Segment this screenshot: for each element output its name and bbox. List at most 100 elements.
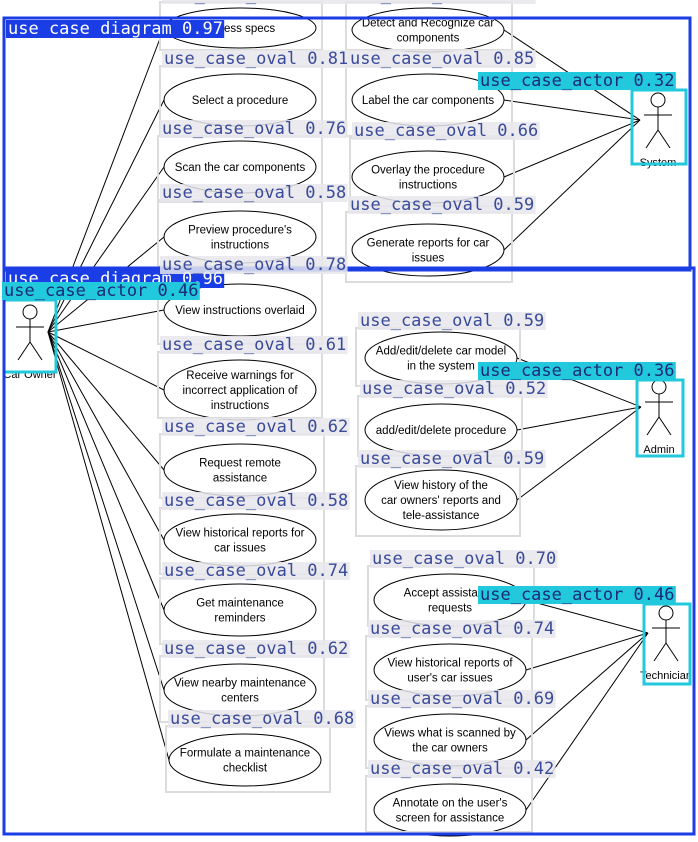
use-case-text: Label the car components — [362, 95, 495, 107]
detection-label-bg — [370, 550, 558, 568]
detection-label-bg — [358, 450, 546, 468]
use-case-text: Overlay the procedure — [371, 165, 485, 177]
detection-label-text: use_case_oval 0.62 — [164, 417, 348, 437]
detection-label-bg — [478, 362, 676, 380]
use-case-oval-shape — [163, 513, 317, 567]
association-line-technician-uc20 — [525, 632, 649, 671]
detection-label: use case diagram 0.97 — [6, 19, 225, 39]
detection-label: use_case_oval 0.62 — [162, 639, 350, 659]
detection-label-text: use_case_oval 0.59 — [360, 449, 544, 469]
detection-label: use_case_oval 0.58 — [160, 183, 348, 203]
detection-label-text: use_case_oval 0.59 — [360, 311, 544, 331]
detection-label-bg — [162, 492, 350, 510]
use-case-uc14: Overlay the procedure instructions — [351, 150, 505, 204]
detection-label: use_case_oval 0.80 — [348, 0, 536, 5]
detection-label-text: use_case_oval 0.85 — [350, 49, 534, 69]
detection-label: use_case_actor 0.32 — [478, 71, 676, 91]
use-case-text: tele-assistance — [403, 510, 480, 522]
use-case-text: instructions — [399, 180, 457, 192]
detection-label: use_case_oval 0.68 — [168, 709, 356, 729]
association-line-admin-uc17 — [516, 406, 642, 431]
use-case-text: car issues — [214, 543, 266, 555]
detection-label-text: use_case_oval 0.52 — [362, 379, 546, 399]
detection-label-bg — [162, 562, 350, 580]
use-case-text: Scan the car components — [175, 162, 306, 174]
use-case-text: View historical reports for — [176, 528, 305, 540]
use-case-text: Preview procedure's — [188, 225, 292, 237]
detection-label-bg — [348, 50, 536, 68]
association-line-car_owner-uc6 — [47, 331, 165, 391]
use-case-text: reminders — [214, 613, 265, 625]
detection-label-bg — [2, 282, 200, 300]
detection-label: use_case_oval 0.74 — [368, 619, 556, 639]
detection-label-text: use_case_actor 0.46 — [4, 281, 198, 301]
detection-label-bg — [162, 418, 350, 436]
association-line-technician-uc22 — [525, 632, 649, 811]
use-case-text: Get maintenance — [196, 598, 284, 610]
detection-label-bg — [160, 184, 348, 202]
association-lines — [47, 27, 649, 811]
use-case-uc9: Get maintenance reminders — [163, 583, 317, 637]
use-case-text: screen for assistance — [396, 813, 505, 825]
detection-label-text: use_case_actor 0.32 — [480, 71, 674, 91]
actor-leg-left — [17, 341, 31, 361]
detection-label-bg — [360, 380, 548, 398]
detection-label: use_case_oval 0.59 — [348, 195, 536, 215]
use-case-text: assistance — [213, 473, 267, 485]
use-case-text: instructions — [211, 240, 269, 252]
detection-label-bg — [368, 620, 556, 638]
detection-label-text: use_case_oval 0.59 — [350, 195, 534, 215]
detection-label: use_case_oval 0.74 — [162, 561, 350, 581]
detection-label: use_case_actor 0.46 — [2, 281, 200, 301]
detection-label: use_case_oval 0.58 — [162, 491, 350, 511]
detection-label-text: use_case_oval 0.70 — [372, 549, 556, 569]
actor-car-owner: Car Owner — [3, 304, 57, 381]
actor-leg-right — [665, 642, 679, 662]
detection-label-bg — [368, 760, 556, 778]
use-case-text: centers — [221, 693, 259, 705]
detection-label: use_case_oval 0.66 — [352, 121, 540, 141]
association-line-car_owner-uc9 — [47, 331, 165, 611]
actor-leg-left — [646, 416, 660, 436]
use-case-oval-shape — [351, 7, 505, 53]
association-line-car_owner-uc11 — [47, 331, 170, 761]
use-case-text: View instructions overlaid — [175, 305, 305, 317]
use-case-oval-shape — [163, 443, 317, 497]
detection-label-bg — [6, 20, 225, 38]
detection-label-text: use case diagram 0.97 — [8, 19, 223, 39]
use-case-oval-shape — [168, 733, 322, 787]
detection-label: use_case_oval 0.81 — [162, 49, 350, 69]
actor-head — [651, 379, 667, 395]
use-case-text: View history of the — [394, 480, 488, 492]
detection-label: use_case_actor 0.46 — [478, 585, 676, 605]
association-line-technician-uc21 — [525, 632, 649, 741]
use-case-text: issues — [412, 253, 445, 265]
use-case-text: Add/edit/delete car model — [376, 346, 506, 358]
use-case-uc2: Select a procedure — [163, 73, 317, 127]
detection-label-bg — [162, 50, 350, 68]
actor-name: Technician — [640, 670, 692, 682]
detection-label-text: use_case_oval 0.76 — [162, 119, 346, 139]
detection-label-text: use_case_oval 0.74 — [370, 619, 554, 639]
detection-label-bg — [348, 196, 536, 214]
actor-leg-right — [657, 129, 671, 149]
detection-label-text: use_case_actor 0.36 — [480, 361, 674, 381]
association-line-technician-uc19 — [525, 599, 649, 634]
detection-label-text: use_case_oval 0.74 — [164, 561, 348, 581]
use-case-text: instructions — [211, 400, 269, 412]
detection-label-bg — [160, 336, 348, 354]
use-case-uc13: Label the car components — [351, 73, 505, 127]
use-case-text: Formulate a maintenance — [180, 748, 310, 760]
detection-label-bg — [478, 586, 676, 604]
association-line-car_owner-uc7 — [47, 331, 165, 471]
detection-label: use_case_oval 0.70 — [370, 549, 558, 569]
use-case-text: user's car issues — [407, 673, 493, 685]
use-case-text: the car owners — [412, 743, 488, 755]
actor-leg-left — [645, 129, 659, 149]
association-line-system-uc13 — [503, 99, 641, 121]
detection-label-text: use_case_oval 0.61 — [162, 335, 346, 355]
use-case-text: Select a procedure — [192, 95, 289, 107]
